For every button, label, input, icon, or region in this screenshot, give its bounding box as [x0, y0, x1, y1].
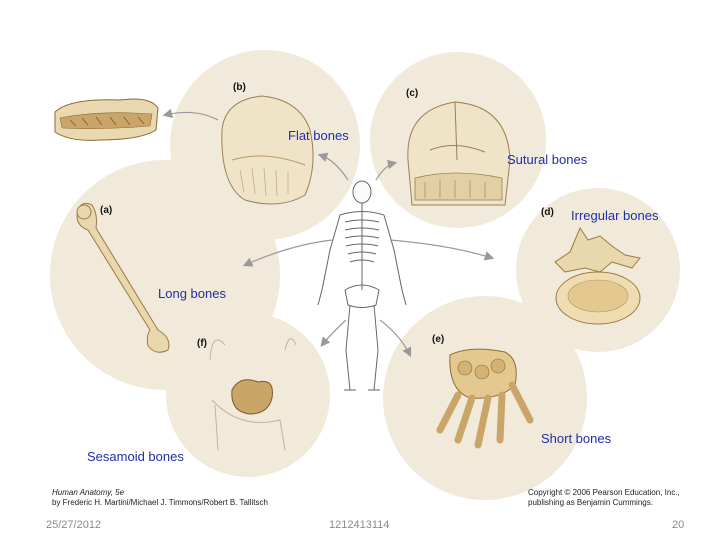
label-sesamoid-bones: Sesamoid bones — [87, 449, 184, 464]
label-irregular-bones: Irregular bones — [571, 208, 659, 223]
footer-date: 25/27/2012 — [46, 519, 102, 531]
credit-book: Human Anatomy, 5e by Frederic H. Martini… — [52, 488, 268, 508]
panel-tag-e: (e) — [432, 334, 445, 345]
label-short-bones: Short bones — [541, 431, 612, 446]
label-flat-bones: Flat bones — [288, 128, 349, 143]
short-bone-image — [436, 348, 534, 449]
label-sutural-bones: Sutural bones — [507, 152, 588, 167]
panel-tag-c: (c) — [406, 88, 419, 99]
long-bone-image — [76, 202, 170, 353]
skeleton-figure — [317, 180, 407, 391]
flat-bone-section — [54, 98, 159, 141]
copyright-line-2: publishing as Benjamin Cummings. — [528, 498, 653, 507]
panel-tag-b: (b) — [233, 82, 246, 93]
footer-code: 1212413114 — [329, 519, 390, 531]
credit-copyright: Copyright © 2006 Pearson Education, Inc.… — [528, 488, 680, 508]
panel-tag-d: (d) — [541, 207, 554, 218]
flat-arrow — [162, 108, 219, 121]
copyright-line-1: Copyright © 2006 Pearson Education, Inc.… — [528, 488, 680, 497]
sutural-bone-image — [407, 101, 511, 206]
page-number: 20 — [672, 519, 685, 531]
credit-book-title: Human Anatomy, 5e — [52, 488, 125, 497]
panel-tag-f: (f) — [197, 338, 207, 349]
label-long-bones: Long bones — [158, 286, 226, 301]
flat-bone-image — [221, 95, 314, 205]
panel-tag-a: (a) — [100, 205, 113, 216]
connector-arrows — [242, 152, 495, 358]
irregular-bone-image — [554, 226, 641, 325]
credit-authors: by Frederic H. Martini/Michael J. Timmon… — [52, 498, 268, 507]
sesamoid-bone-image — [209, 338, 297, 451]
